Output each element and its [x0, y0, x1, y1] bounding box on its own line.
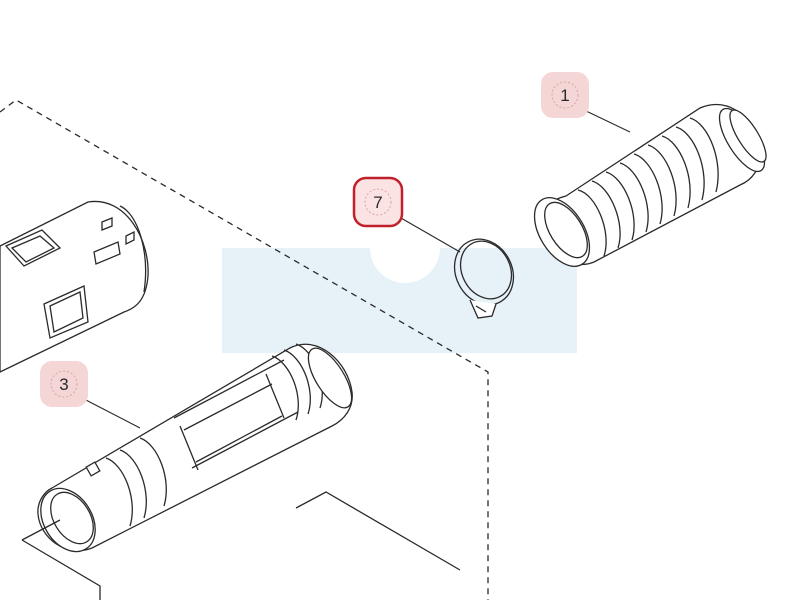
callout-3[interactable]: 3 [40, 361, 88, 407]
hose-clamp [453, 238, 515, 319]
leader-line-3 [81, 397, 141, 429]
watermark-cutout [370, 248, 440, 283]
callout-1[interactable]: 1 [541, 72, 589, 118]
callout-3-label: 3 [59, 375, 68, 394]
frame-lines [21, 491, 461, 600]
blower-tube [37, 343, 353, 553]
callout-1-label: 1 [560, 86, 569, 105]
blower-housing-partial [0, 200, 149, 373]
corrugated-bellows-pipe [533, 103, 767, 267]
callout-7-label: 7 [373, 193, 382, 212]
leader-line-7 [393, 213, 461, 253]
callout-7[interactable]: 7 [352, 176, 404, 228]
leader-line-1 [583, 109, 631, 133]
